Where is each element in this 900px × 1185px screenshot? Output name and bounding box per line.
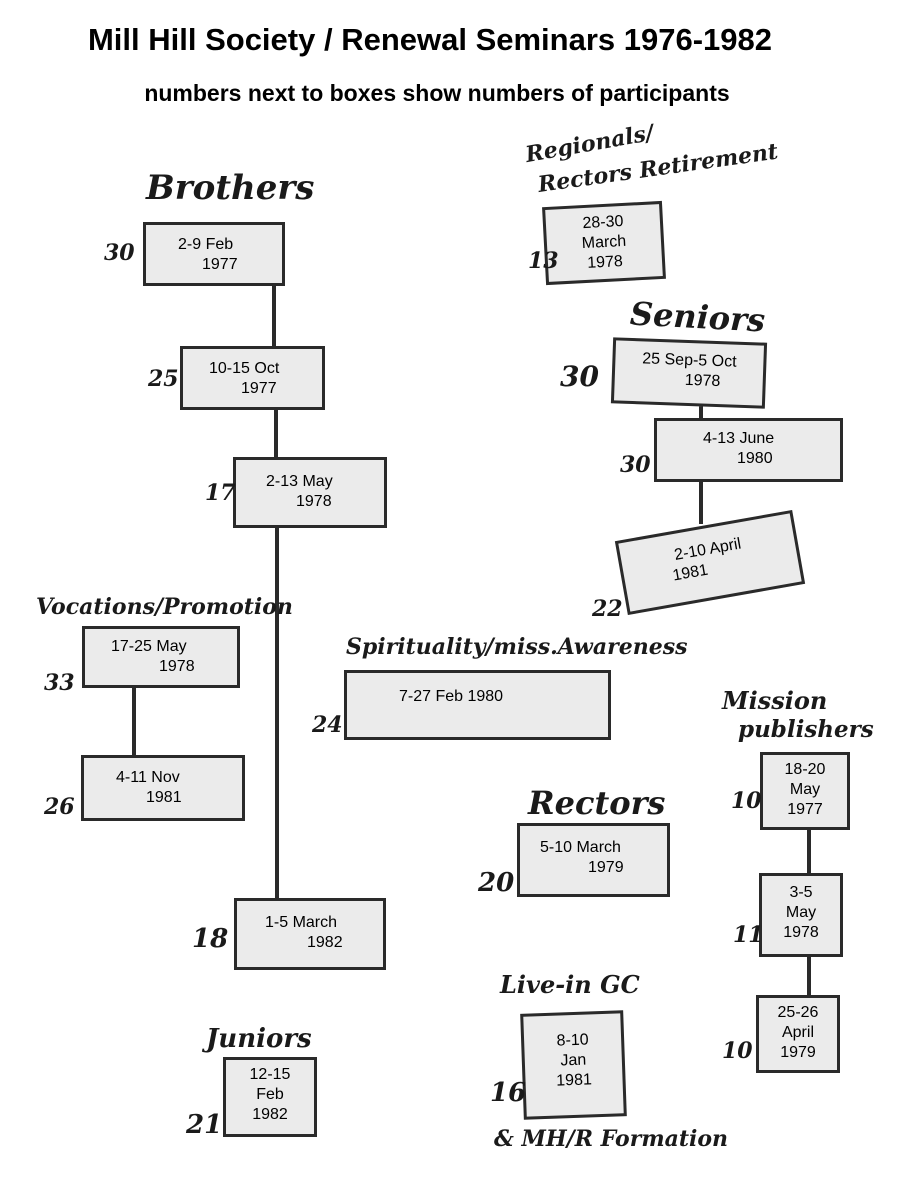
seminar-box-juniors-1: 12-15 Feb 1982 — [223, 1057, 317, 1137]
seminar-dates: 25-26 — [777, 1004, 819, 1021]
mission-connector-2 — [807, 956, 811, 996]
mission-connector-1 — [807, 830, 811, 874]
seminar-box-vocations-2: 4-11 Nov 1981 — [81, 755, 245, 821]
participants-regionals-1: 13 — [528, 248, 559, 274]
diagram-title: Mill Hill Society / Renewal Seminars 197… — [87, 22, 773, 57]
seminar-dates: 12-15 — [249, 1066, 291, 1083]
participants-rectors-1: 20 — [478, 868, 515, 898]
seminar-box-seniors-3: 2-10 April 1981 — [614, 509, 806, 616]
seminar-dates: 17-25 May — [111, 638, 187, 655]
seminar-box-brothers-1: 2-9 Feb 1977 — [143, 222, 285, 286]
group-label-seniors: Seniors — [629, 294, 767, 340]
group-label-mission-line2: publishers — [738, 716, 874, 743]
group-label-mission-line1: Mission — [722, 686, 828, 715]
participants-brothers-2: 25 — [148, 366, 179, 392]
seminar-dates: 18-20 — [784, 761, 826, 778]
seminar-dates: 5-10 March — [540, 839, 621, 856]
seminar-dates: 7-27 Feb 1980 — [399, 688, 504, 705]
seminar-dates: 8-10 — [556, 1031, 589, 1050]
seniors-connector-1 — [699, 404, 703, 420]
brothers-connector-2 — [274, 408, 278, 458]
seminar-dates: 2-9 Feb — [178, 236, 234, 253]
seminar-year: 1982 — [252, 1106, 288, 1123]
diagram-subtitle: numbers next to boxes show numbers of pa… — [144, 80, 730, 106]
seminar-dates: 4-13 June — [703, 430, 775, 447]
participants-brothers-4: 18 — [192, 924, 229, 954]
seminar-box-mission-2: 3-5 May 1978 — [759, 873, 843, 957]
seminar-dates: 4-11 Nov — [116, 769, 180, 786]
seminar-year: 1981 — [146, 789, 182, 806]
participants-vocations-1: 33 — [44, 670, 75, 696]
participants-seniors-2: 30 — [620, 452, 651, 478]
participants-seniors-3: 22 — [592, 596, 623, 622]
seminar-box-rectors-1: 5-10 March 1979 — [517, 823, 670, 897]
group-label-vocations: Vocations/Promotion — [36, 594, 293, 620]
seminar-month: Feb — [256, 1086, 284, 1103]
seminar-box-livein-1: 8-10 Jan 1981 — [520, 1010, 627, 1120]
seminar-box-seniors-2: 4-13 June 1980 — [654, 418, 843, 482]
participants-livein-1: 16 — [490, 1078, 527, 1108]
seminar-box-spirituality-1: 7-27 Feb 1980 — [344, 670, 611, 740]
group-label-brothers: Brothers — [146, 168, 315, 208]
participants-mission-1: 10 — [731, 788, 762, 814]
seminar-year: 1978 — [159, 658, 195, 675]
seminar-year: 1977 — [202, 256, 238, 273]
participants-vocations-2: 26 — [44, 794, 75, 820]
seminar-year: 1977 — [241, 380, 277, 397]
seminar-year: 1979 — [780, 1044, 816, 1061]
seminar-dates: 2-13 May — [266, 473, 333, 490]
seminar-box-vocations-1: 17-25 May 1978 — [82, 626, 240, 688]
seminar-year: 1979 — [588, 859, 624, 876]
seminar-dates: 10-15 Oct — [209, 360, 280, 377]
seminar-box-mission-3: 25-26 April 1979 — [756, 995, 840, 1073]
seminar-box-mission-1: 18-20 May 1977 — [760, 752, 850, 830]
seminar-year: 1978 — [296, 493, 332, 510]
brothers-connector-3 — [275, 527, 279, 899]
seminar-year: 1978 — [684, 371, 721, 391]
group-label-spirituality: Spirituality/miss.Awareness — [346, 634, 688, 660]
brothers-connector-1 — [272, 285, 276, 347]
seminar-box-brothers-2: 10-15 Oct 1977 — [180, 346, 325, 410]
seminar-year: 1980 — [737, 450, 773, 467]
seminar-month: April — [781, 1024, 814, 1041]
seminar-dates: 3-5 — [789, 884, 813, 901]
seminar-year: 1978 — [783, 924, 819, 941]
participants-spirituality-1: 24 — [312, 712, 343, 738]
seminar-month: May — [789, 781, 821, 798]
seniors-connector-2 — [699, 482, 703, 524]
seminar-box-regionals-1: 28-30 March 1978 — [542, 200, 666, 286]
seminar-year: 1981 — [555, 1071, 593, 1090]
group-label-juniors: Juniors — [206, 1024, 312, 1054]
group-label-formation: & MH/R Formation — [494, 1126, 729, 1152]
participants-mission-2: 11 — [733, 922, 764, 948]
vocations-connector — [132, 688, 136, 756]
seminar-year: 1977 — [787, 801, 823, 818]
group-label-rectors: Rectors — [528, 784, 666, 822]
seminar-month: May — [785, 904, 817, 921]
participants-brothers-3: 17 — [205, 480, 236, 506]
seminar-box-brothers-4: 1-5 March 1982 — [234, 898, 386, 970]
participants-juniors-1: 21 — [186, 1110, 223, 1140]
seminar-box-brothers-3: 2-13 May 1978 — [233, 457, 387, 528]
seminar-year: 1982 — [307, 934, 343, 951]
seminar-dates: 1-5 March — [265, 914, 338, 931]
participants-seniors-1: 30 — [560, 360, 599, 393]
participants-brothers-1: 30 — [104, 240, 135, 266]
group-label-livein: Live-in GC — [500, 970, 640, 999]
participants-mission-3: 10 — [722, 1038, 753, 1064]
seminar-box-seniors-1: 25 Sep-5 Oct 1978 — [610, 337, 768, 409]
